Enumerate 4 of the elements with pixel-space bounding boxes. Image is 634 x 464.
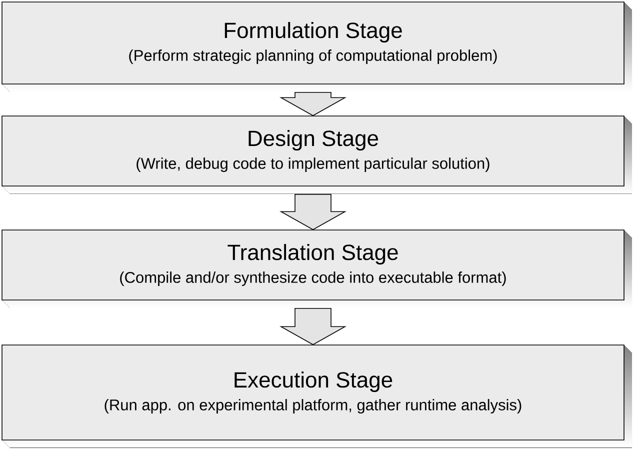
stage-box: Translation Stage (Compile and/or synthesize code into executable format) — [2, 230, 632, 308]
stage-box: Design Stage (Write, debug code to implement particular solution) — [2, 116, 632, 194]
stage-box: Formulation Stage (Perform strategic planning of computational problem) — [2, 2, 632, 92]
stage-box: Execution Stage (Run app. on experimental platform, gather runtime analysis) — [2, 344, 632, 448]
